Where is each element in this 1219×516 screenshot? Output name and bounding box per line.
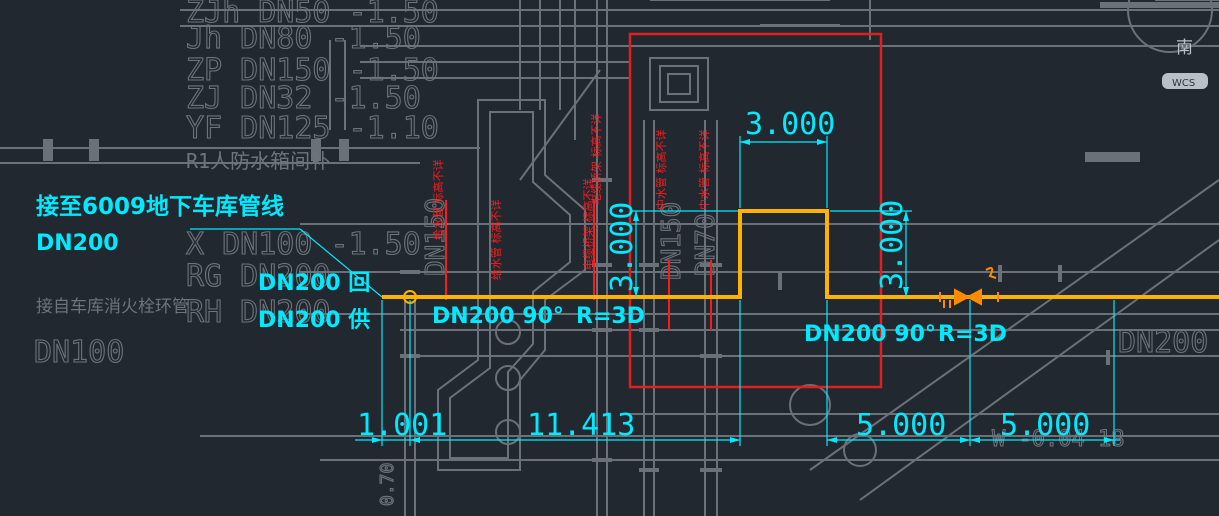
bg-label-070: 0.70 xyxy=(377,463,398,506)
bend-left-label: DN200 90° xyxy=(432,304,564,329)
viewcube-direction-label[interactable]: 南 xyxy=(1176,38,1193,58)
wcs-button[interactable] xyxy=(1162,73,1208,89)
dim-bottom-3: 5.000 xyxy=(856,408,946,443)
red-vertical-labels: 给水管 标高不详 给水管 标高不详 电缆桥架 标高不详 电缆桥架 标高不详 中水… xyxy=(431,114,711,281)
bg-label-zp: ZP DN150 -1.50 xyxy=(186,53,439,88)
viewcube[interactable]: 南 WCS xyxy=(1162,38,1208,89)
bg-label-dn100: DN100 xyxy=(34,335,124,370)
bg-label-zj: ZJ DN32 -1.50 xyxy=(186,81,421,116)
bg-label-fire-loop: 接自车库消火栓环管 xyxy=(36,297,189,317)
valve-icon[interactable] xyxy=(939,267,999,308)
dim-vertical-right: 3.000 xyxy=(875,200,910,290)
red-label-reclaimed-1: 中水管 标高不详 xyxy=(654,130,668,211)
dim-bottom-2: 11.413 xyxy=(527,408,635,443)
connect-to-label: 接至6009地下车库管线 xyxy=(36,193,284,220)
supply-pipe-label: DN200 供 xyxy=(258,307,370,333)
bend-right-label: DN200 90° xyxy=(804,322,936,347)
red-label-reclaimed-2: 中水管 标高不详 xyxy=(697,130,711,211)
bg-label-r1: R1人防水箱间补 xyxy=(186,149,330,173)
dim-top: 3.000 xyxy=(745,107,835,142)
bg-label-dn150-center: DN150 xyxy=(657,202,687,280)
connect-size-label: DN200 xyxy=(36,231,119,256)
pipe-tick-marks xyxy=(400,178,1110,472)
dim-bottom-4: 5.000 xyxy=(1000,408,1090,443)
dim-bottom-1: 1.001 xyxy=(357,408,447,443)
red-label-cable-2: 电缆桥架 标高不详 xyxy=(589,114,603,206)
red-label-water-2: 给水管 标高不详 xyxy=(489,200,503,281)
radius-left-label: R=3D xyxy=(576,304,645,329)
red-label-water-1: 给水管 标高不详 xyxy=(431,160,445,241)
bg-label-rh: RH DN200 xyxy=(186,295,331,330)
return-pipe-label: DN200 回 xyxy=(258,271,370,296)
red-label-cable-1: 电缆桥架 标高不详 xyxy=(581,179,595,271)
dim-vertical-left: 3.000 xyxy=(605,202,640,292)
bg-label-dn70: DN70 xyxy=(691,213,721,276)
bg-label-zjh: ZJh DN50 -1.50 xyxy=(186,0,439,30)
bg-label-rg: RG DN200 xyxy=(186,259,331,294)
main-pipe-route[interactable] xyxy=(382,209,1219,299)
bg-label-jh: Jh DN80 -1.50 xyxy=(186,21,421,56)
bg-label-dn200-right: DN200 xyxy=(1118,325,1208,360)
bg-label-yf: YF DN125 -1.10 xyxy=(186,111,439,146)
dimension-arrows xyxy=(372,139,1114,443)
wcs-button-label[interactable]: WCS xyxy=(1172,78,1195,89)
radius-right-label: R=3D xyxy=(938,322,1007,347)
